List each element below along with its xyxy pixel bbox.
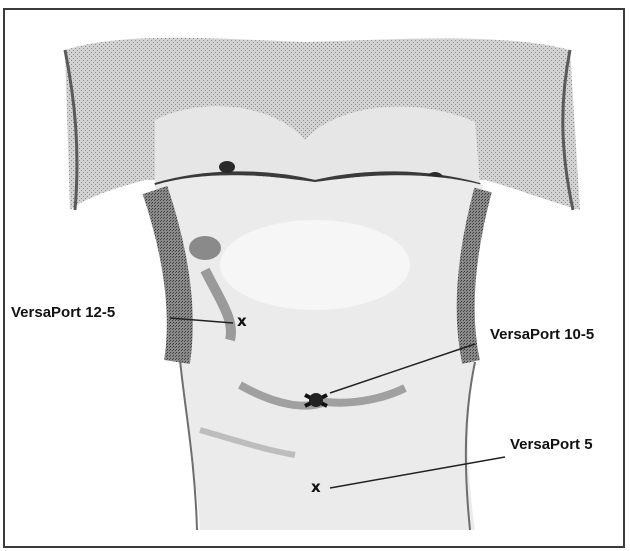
port-marker-5: x [311, 480, 321, 495]
label-versaport-10-5: VersaPort 10-5 [490, 326, 594, 343]
abdomen [155, 175, 483, 530]
port-marker-12-5: x [237, 314, 247, 329]
torso-illustration [5, 10, 625, 548]
label-versaport-5: VersaPort 5 [510, 436, 593, 453]
label-versaport-12-5: VersaPort 12-5 [11, 304, 115, 321]
diagram-frame: x x VersaPort 12-5 VersaPort 10-5 VersaP… [3, 8, 625, 548]
